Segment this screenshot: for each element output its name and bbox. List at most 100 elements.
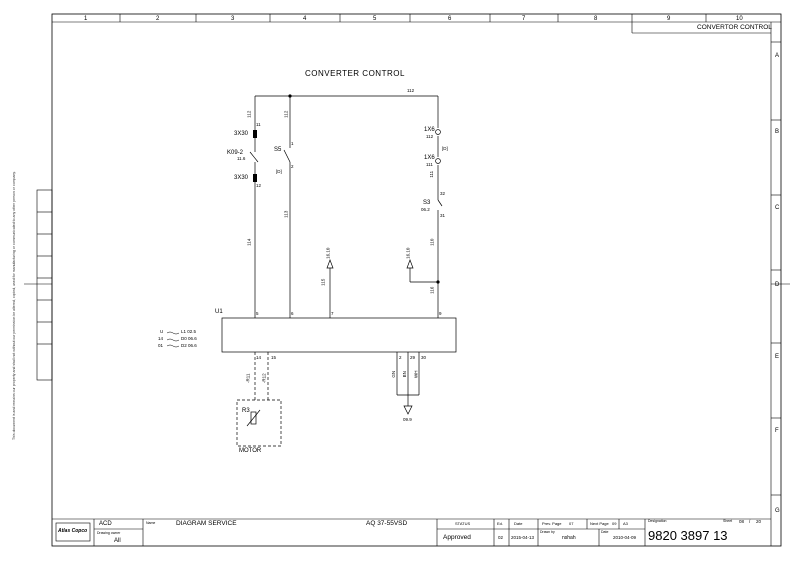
pin-label: 2 — [399, 355, 402, 360]
wire-label: 112 — [246, 110, 252, 118]
column-label: 6 — [448, 16, 452, 22]
designation-value: 9820 3897 13 — [648, 528, 728, 543]
terminal-number: 111 — [426, 162, 433, 167]
edition-label: Ed. — [497, 521, 504, 526]
terminal-label: 1X6 — [424, 155, 435, 161]
u1-pin: 14 — [158, 336, 164, 341]
pin-label: 32 — [440, 191, 446, 196]
wire-label: 112 — [283, 110, 289, 118]
drawing-owner: All — [114, 538, 121, 544]
reference-label: 09.9 — [403, 417, 412, 422]
prev-page-label: Prev. Page — [542, 521, 562, 526]
terminal-label: 1X6 — [424, 127, 435, 133]
wire-label: -R11 — [245, 373, 251, 383]
next-page-value: 09 — [612, 521, 617, 526]
pin-label: 1 — [291, 141, 294, 146]
row-label: B — [775, 129, 780, 135]
drawing-owner-label: Drawing owner — [97, 531, 121, 535]
wire-label: 110 — [429, 238, 435, 246]
row-label: D — [775, 282, 780, 288]
component-label: K09-2 — [227, 150, 244, 156]
sheet-total: 20 — [756, 519, 762, 524]
reference-label: 06.2 — [421, 207, 430, 212]
component-label: U1 — [215, 309, 223, 315]
acd-label: ACD — [99, 521, 112, 527]
status-value: Approved — [443, 534, 471, 541]
u1-reference: D2 06.6 — [181, 343, 197, 348]
column-label: 1 — [84, 16, 88, 22]
reference-label: 16.10 — [405, 247, 411, 259]
pin-label: 14 — [256, 355, 262, 360]
pin-label: 31 — [440, 213, 446, 218]
u1-reference: D0 06.6 — [181, 336, 197, 341]
date2-label: Date — [601, 530, 609, 534]
wire-label: 113 — [283, 210, 289, 218]
model-name: AQ 37-55VSD — [366, 520, 408, 527]
column-label: 9 — [667, 16, 671, 22]
date-label: Date — [514, 521, 523, 526]
pin-label: 12 — [256, 183, 262, 188]
row-label: E — [775, 354, 780, 360]
terminal-number: 112 — [426, 134, 434, 139]
copyright-note: This document is and remains our propert… — [12, 171, 16, 440]
row-label: A — [775, 53, 780, 59]
u1-reference: L1 02.5 — [181, 329, 197, 334]
wire-color: BN — [401, 371, 407, 378]
prev-page-value: 07 — [569, 521, 574, 526]
u1-pin: U — [160, 329, 164, 334]
drawn-by-value: nshah — [562, 535, 576, 541]
component-label: R3 — [242, 408, 250, 414]
wire-label: 116 — [429, 286, 435, 294]
u1-pin: 01 — [158, 343, 164, 348]
pin-label: 5 — [256, 311, 259, 316]
column-label: 8 — [594, 16, 598, 22]
wire-color: WH — [413, 370, 419, 379]
reference-label: 11.6 — [237, 156, 246, 161]
wire-label: 111 — [429, 170, 435, 178]
pin-label: 9 — [439, 311, 442, 316]
company-logo: Atlas Copco — [58, 528, 88, 534]
component-label: S3 — [423, 200, 431, 206]
terminal-label: 3X30 — [234, 131, 249, 137]
reference-label: 16.10 — [325, 247, 331, 259]
diagram-title: CONVERTER CONTROL — [305, 69, 405, 78]
location-label: [D] — [276, 169, 282, 174]
column-label: 4 — [303, 16, 307, 22]
date-value: 2015-04-13 — [511, 535, 535, 540]
status-label: STATUS — [455, 521, 471, 526]
location-label: [D] — [442, 146, 448, 151]
row-label: C — [775, 205, 780, 211]
paper-size: A3 — [623, 521, 628, 526]
wire-label: 114 — [246, 238, 252, 246]
component-label: S5 — [274, 147, 282, 153]
terminal-label: 3X30 — [234, 175, 249, 181]
sheet-header: CONVERTOR CONTROL — [697, 24, 772, 31]
wire-label: 115 — [320, 278, 326, 286]
column-label: 7 — [522, 16, 526, 22]
drawing-name: DIAGRAM SERVICE — [176, 520, 237, 527]
column-label: 10 — [736, 16, 743, 22]
row-label: F — [775, 428, 779, 434]
pin-label: 29 — [410, 355, 416, 360]
row-label: G — [775, 508, 780, 514]
wire-color: GN — [391, 370, 397, 378]
name-label: Name — [146, 521, 156, 525]
wire-label: 112 — [407, 88, 415, 93]
column-label: 3 — [231, 16, 235, 22]
pin-label: 15 — [271, 355, 277, 360]
wire-label: -R12 — [261, 373, 267, 384]
column-label: 5 — [373, 16, 377, 22]
sheet-separator: / — [749, 519, 751, 524]
motor-label: MOTOR — [239, 448, 262, 454]
sheet-number: 08 — [739, 519, 745, 524]
pin-label: 2 — [291, 164, 294, 169]
pin-label: 6 — [291, 311, 294, 316]
edition-value: 02 — [498, 535, 504, 540]
date2-value: 2010-04-09 — [613, 535, 637, 540]
next-page-label: Next Page — [590, 521, 609, 526]
sheet-label: Sheet — [723, 519, 733, 523]
column-label: 2 — [156, 16, 160, 22]
drawn-by-label: Drawn by — [540, 530, 555, 534]
